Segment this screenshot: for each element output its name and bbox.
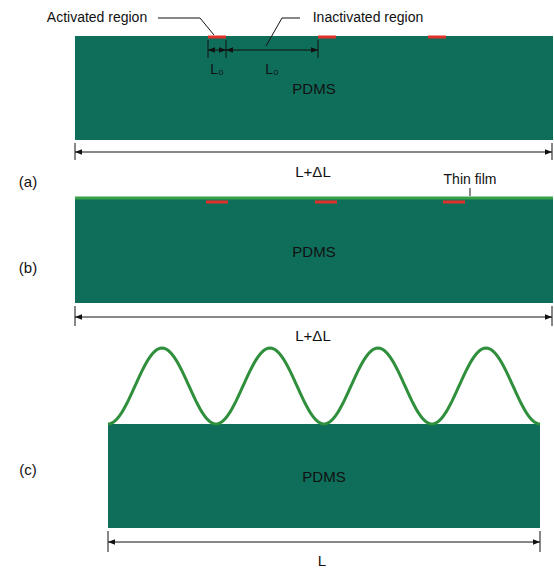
dimension-line [108, 531, 540, 552]
wrinkled-film [108, 348, 540, 424]
material-label: PDMS [292, 243, 335, 260]
panel-label: (b) [19, 260, 37, 277]
region-label: Inactivated region [313, 10, 424, 25]
dimension-label: L [318, 553, 326, 570]
pdms-substrate: PDMS [108, 424, 540, 528]
dimension-label: L+ΔL [295, 164, 330, 181]
material-label: PDMS [292, 80, 335, 97]
panel-label: (a) [19, 174, 37, 191]
dimension-label: L₀ [210, 62, 224, 77]
region-label: Activated region [47, 10, 147, 25]
dimension-label: L+ΔL [295, 328, 330, 345]
film-label: Thin film [444, 172, 497, 187]
dimension-label: L₀ [265, 62, 279, 77]
panel-label: (c) [19, 462, 37, 479]
pdms-substrate: PDMS [75, 36, 553, 140]
dimension-line [75, 306, 552, 326]
pdms-substrate: PDMS [75, 199, 553, 303]
material-label: PDMS [302, 468, 345, 485]
dimension-line [75, 143, 552, 160]
